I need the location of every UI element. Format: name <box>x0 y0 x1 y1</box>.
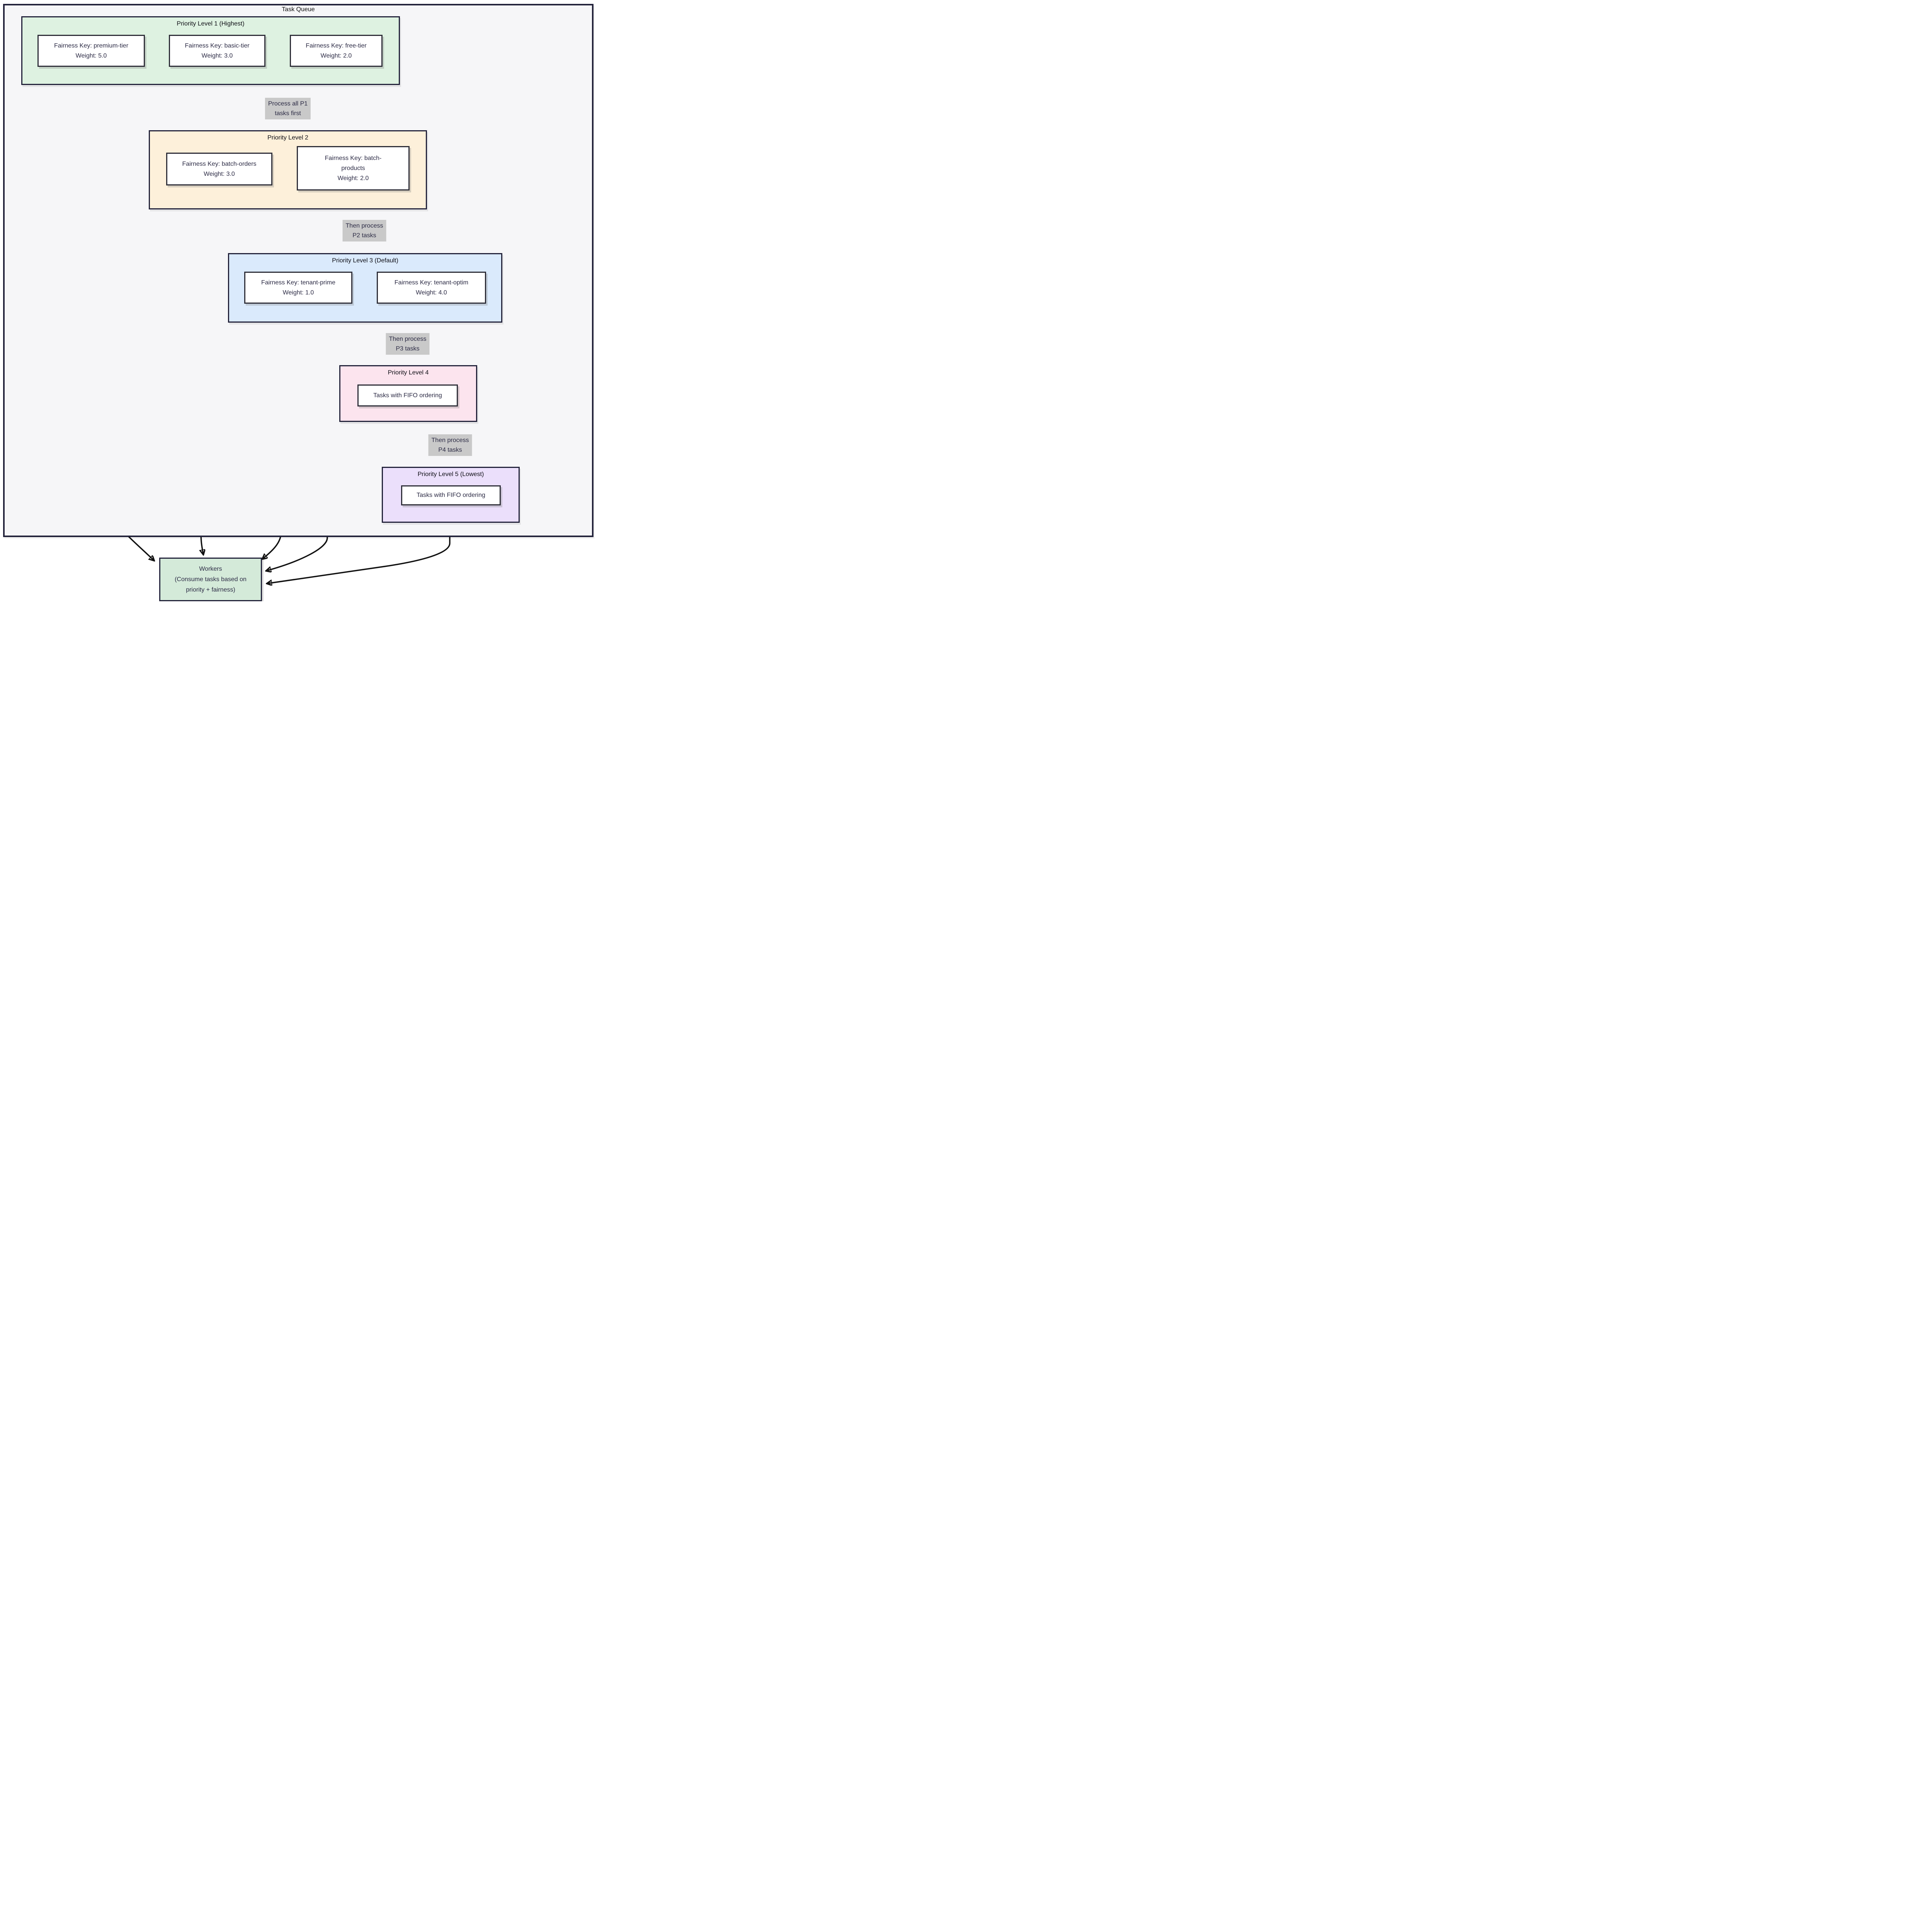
node-workers: Workers (Consume tasks based on priority… <box>159 558 262 601</box>
edge-label-p4-p5-line1: Then process <box>431 437 469 444</box>
edge-label-p1-p2: Process all P1 tasks first <box>265 98 311 119</box>
node-batch-products: Fairness Key: batch- products Weight: 2.… <box>297 146 410 190</box>
edge-label-p3-p4-line1: Then process <box>389 336 427 342</box>
edge-label-p4-p5-line2: P4 tasks <box>438 447 462 453</box>
cluster-priority-level-3: Priority Level 3 (Default) <box>228 253 502 323</box>
node-free-tier-line1: Fairness Key: free-tier <box>306 42 367 49</box>
node-batch-orders-line1: Fairness Key: batch-orders <box>182 160 257 167</box>
node-batch-products-line2: products <box>341 165 365 172</box>
cluster-priority-level-4-title: Priority Level 4 <box>388 369 429 376</box>
node-workers-line2: (Consume tasks based on <box>175 576 247 583</box>
node-tenant-prime-line1: Fairness Key: tenant-prime <box>261 279 336 286</box>
node-basic-tier-line2: Weight: 3.0 <box>201 52 233 59</box>
node-workers-line1: Workers <box>199 566 222 572</box>
node-fifo-p4: Tasks with FIFO ordering <box>357 384 458 406</box>
node-batch-products-line1: Fairness Key: batch- <box>325 155 382 162</box>
node-premium-tier: Fairness Key: premium-tier Weight: 5.0 <box>37 35 145 67</box>
node-batch-orders: Fairness Key: batch-orders Weight: 3.0 <box>166 153 272 185</box>
edge-label-p1-p2-line2: tasks first <box>275 110 301 117</box>
cluster-priority-level-1-title: Priority Level 1 (Highest) <box>177 20 245 27</box>
node-basic-tier-line1: Fairness Key: basic-tier <box>185 42 250 49</box>
node-workers-line3: priority + fairness) <box>186 587 235 593</box>
edge-label-p4-p5: Then process P4 tasks <box>428 434 472 456</box>
node-tenant-prime: Fairness Key: tenant-prime Weight: 1.0 <box>244 272 352 304</box>
cluster-priority-level-2-title: Priority Level 2 <box>267 134 308 141</box>
cluster-priority-level-5-title: Priority Level 5 (Lowest) <box>417 471 484 478</box>
node-premium-tier-line2: Weight: 5.0 <box>75 52 107 59</box>
node-basic-tier: Fairness Key: basic-tier Weight: 3.0 <box>169 35 265 67</box>
node-tenant-optim-line2: Weight: 4.0 <box>416 289 447 296</box>
edge-label-p2-p3-line1: Then process <box>345 223 383 229</box>
task-queue-title: Task Queue <box>282 6 315 13</box>
cluster-priority-level-3-title: Priority Level 3 (Default) <box>332 257 398 264</box>
node-free-tier-line2: Weight: 2.0 <box>320 52 352 59</box>
edge-label-p1-p2-line1: Process all P1 <box>268 100 308 107</box>
edge-label-p3-p4-line2: P3 tasks <box>396 345 420 352</box>
node-fifo-p4-line1: Tasks with FIFO ordering <box>373 392 442 399</box>
node-premium-tier-line1: Fairness Key: premium-tier <box>54 42 129 49</box>
node-batch-products-line3: Weight: 2.0 <box>337 175 369 182</box>
node-batch-orders-line2: Weight: 3.0 <box>204 170 235 177</box>
flowchart-canvas: Task Queue Priority Level 1 (Highest) Fa… <box>0 0 596 601</box>
node-fifo-p5: Tasks with FIFO ordering <box>401 485 501 505</box>
node-tenant-optim: Fairness Key: tenant-optim Weight: 4.0 <box>377 272 486 304</box>
edge-label-p3-p4: Then process P3 tasks <box>386 333 430 355</box>
edge-label-p2-p3-line2: P2 tasks <box>352 232 376 239</box>
node-tenant-optim-line1: Fairness Key: tenant-optim <box>394 279 469 286</box>
node-free-tier: Fairness Key: free-tier Weight: 2.0 <box>290 35 383 67</box>
node-fifo-p5-line1: Tasks with FIFO ordering <box>417 492 485 498</box>
node-tenant-prime-line2: Weight: 1.0 <box>282 289 314 296</box>
edge-label-p2-p3: Then process P2 tasks <box>342 220 386 242</box>
